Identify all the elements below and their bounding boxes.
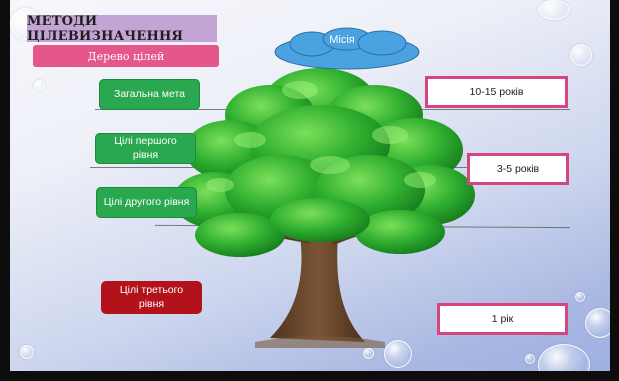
cloud-shape <box>274 27 420 70</box>
first-level-goals-box: Цілі першого рівня <box>95 133 196 164</box>
frame-edge-left <box>0 0 10 381</box>
page-title: МЕТОДИ ЦІЛЕВИЗНАЧЕННЯ <box>27 14 217 44</box>
water-drop-decoration <box>384 340 412 368</box>
water-drop-decoration <box>525 354 535 364</box>
second-level-goals-box: Цілі другого рівня <box>96 187 197 218</box>
water-drop-decoration <box>570 44 592 66</box>
water-drop-decoration <box>538 0 570 20</box>
water-drop-decoration <box>363 348 374 359</box>
frame-edge-right <box>610 0 619 381</box>
subtitle-banner: Дерево цілей <box>33 45 219 67</box>
water-drop-decoration <box>20 345 34 359</box>
tree-illustration <box>173 68 475 348</box>
frame-edge-bottom <box>0 371 619 381</box>
period-box-long: 10-15 років <box>425 76 568 108</box>
period-box-medium: 3-5 років <box>467 153 569 185</box>
mission-label: Місія <box>329 34 355 46</box>
general-goal-box: Загальна мета <box>99 79 200 110</box>
third-level-goals-box: Цілі третього рівня <box>101 281 202 314</box>
water-drop-decoration <box>575 292 585 302</box>
water-drop-decoration <box>34 80 45 91</box>
period-box-short: 1 рік <box>437 303 568 335</box>
